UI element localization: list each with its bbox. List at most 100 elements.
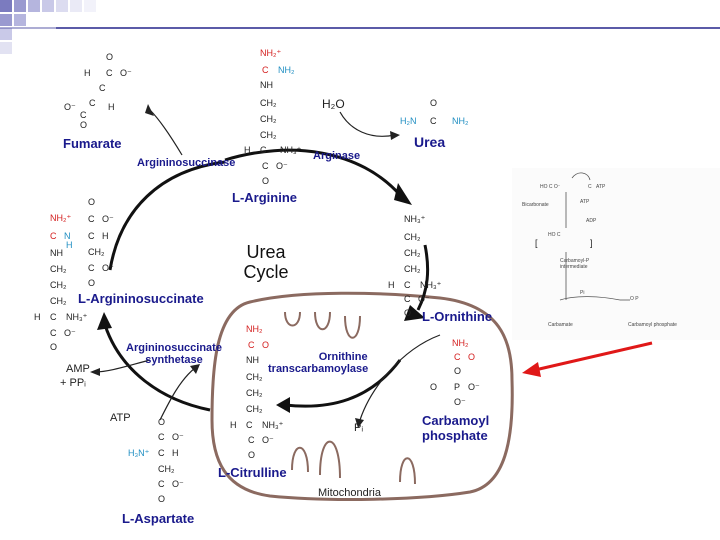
svg-text:CH₂: CH₂: [50, 264, 67, 274]
svg-text:C: C: [88, 231, 95, 241]
svg-text:CH₂: CH₂: [260, 98, 277, 108]
svg-text:O: O: [158, 494, 165, 504]
inset-text-pi: Pi: [580, 290, 584, 296]
svg-text:NH: NH: [260, 80, 273, 90]
l-argininosuccinate-label: L-Argininosuccinate: [78, 291, 204, 306]
cycle-arrowheads: [97, 183, 425, 413]
svg-text:]: ]: [590, 238, 593, 248]
svg-text:O⁻: O⁻: [262, 435, 274, 445]
svg-text:CH₂: CH₂: [246, 372, 263, 382]
svg-text:CH₂: CH₂: [404, 264, 421, 274]
svg-text:O: O: [262, 176, 269, 186]
svg-text:C: C: [158, 432, 165, 442]
svg-text:O⁻: O⁻: [276, 161, 288, 171]
l-ornithine-label: L-Ornithine: [422, 309, 493, 324]
inset-text-atp: ATP: [580, 199, 590, 205]
svg-text:NH₂⁺: NH₂⁺: [50, 213, 71, 223]
mitochondria-outline: [210, 291, 514, 501]
svg-text:NH₃⁺: NH₃⁺: [420, 280, 442, 290]
corner-squares-decoration: [0, 0, 96, 54]
svg-text:O⁻: O⁻: [172, 432, 184, 442]
svg-text:CH₂: CH₂: [246, 388, 263, 398]
l-citrulline-label: L-Citrulline: [218, 465, 287, 480]
svg-text:O⁻: O⁻: [102, 263, 114, 273]
svg-text:H: H: [172, 448, 179, 458]
inset-text-carbamate: Carbamate: [548, 322, 573, 328]
svg-text:CH₂: CH₂: [404, 248, 421, 258]
cycle-title-line2: Cycle: [243, 262, 289, 282]
svg-text:HO C O⁻: HO C O⁻: [540, 184, 561, 190]
svg-text:C: C: [99, 83, 106, 93]
svg-text:C: C: [262, 65, 269, 75]
svg-text:O⁻: O⁻: [172, 479, 184, 489]
svg-text:NH₂: NH₂: [452, 116, 469, 126]
pi-label: Pᵢ: [354, 422, 364, 434]
svg-text:HO C: HO C: [548, 232, 561, 238]
svg-text:H: H: [230, 420, 237, 430]
svg-text:CH₂: CH₂: [88, 247, 105, 257]
svg-text:O: O: [454, 366, 461, 376]
inset-text-intermediate: intermediate: [560, 264, 588, 270]
red-pointer-arrow: [522, 341, 653, 377]
inset-text-adp: ADP: [586, 218, 597, 224]
l-arginine-label: L-Arginine: [232, 190, 297, 205]
svg-text:H: H: [84, 68, 91, 78]
svg-text:C: C: [454, 352, 461, 362]
svg-text:N: N: [64, 231, 71, 241]
carbamoyl-phosphate-line1: Carbamoyl: [422, 413, 490, 428]
cycle-arrows: [103, 148, 430, 412]
svg-text:H: H: [108, 102, 115, 112]
l-aspartate-label: L-Aspartate: [122, 511, 195, 526]
svg-text:CH₂: CH₂: [50, 296, 67, 306]
svg-text:CH₂: CH₂: [246, 404, 263, 414]
svg-text:C: C: [88, 263, 95, 273]
svg-text:NH₃⁺: NH₃⁺: [66, 312, 88, 322]
inset-text-carbamoyl-phosphate: Carbamoyl phosphate: [628, 322, 677, 328]
svg-text:C: C: [262, 161, 269, 171]
svg-text:O: O: [248, 450, 255, 460]
svg-text:NH₃⁺: NH₃⁺: [404, 214, 426, 224]
svg-text:O: O: [106, 52, 113, 62]
arginase-enzyme: Arginase: [313, 150, 361, 162]
svg-text:CH₂: CH₂: [260, 114, 277, 124]
svg-text:O⁻: O⁻: [64, 102, 76, 112]
water-label: H₂O: [322, 97, 345, 111]
svg-text:C: C: [50, 328, 57, 338]
svg-text:O: O: [158, 417, 165, 427]
svg-text:C: C: [248, 340, 255, 350]
svg-text:[: [: [535, 238, 538, 248]
svg-text:C: C: [430, 116, 437, 126]
svg-text:O⁻: O⁻: [120, 68, 132, 78]
svg-text:NH₃⁺: NH₃⁺: [280, 145, 302, 155]
svg-text:O: O: [88, 197, 95, 207]
svg-text:C: C: [89, 98, 96, 108]
svg-text:C: C: [588, 184, 592, 190]
as-synthetase-line1: Argininosuccinate: [126, 342, 222, 354]
svg-text:C: C: [246, 420, 253, 430]
svg-text:C: C: [158, 448, 165, 458]
svg-text:O: O: [50, 342, 57, 352]
cycle-title-line1: Urea: [246, 242, 286, 262]
ppi-label: + PPᵢ: [60, 377, 86, 389]
svg-text:C: C: [106, 68, 113, 78]
svg-text:CH₂: CH₂: [404, 232, 421, 242]
svg-text:C: C: [248, 435, 255, 445]
svg-text:C: C: [88, 214, 95, 224]
svg-text:O: O: [262, 340, 269, 350]
svg-text:C: C: [50, 231, 57, 241]
svg-text:O P: O P: [630, 296, 639, 302]
svg-text:O: O: [468, 352, 475, 362]
svg-text:O: O: [88, 278, 95, 288]
side-arrows: [94, 109, 441, 421]
svg-text:H₂N: H₂N: [400, 116, 417, 126]
svg-text:CH₂: CH₂: [260, 130, 277, 140]
svg-text:O: O: [430, 98, 437, 108]
cycle-title: Urea Cycle: [236, 242, 296, 282]
inset-text-bicarbonate: Bicarbonate: [522, 202, 549, 208]
inset-mechanism-diagram: HO C O⁻ C ATP Bicarbonate ATP ADP Carbam…: [512, 168, 720, 340]
